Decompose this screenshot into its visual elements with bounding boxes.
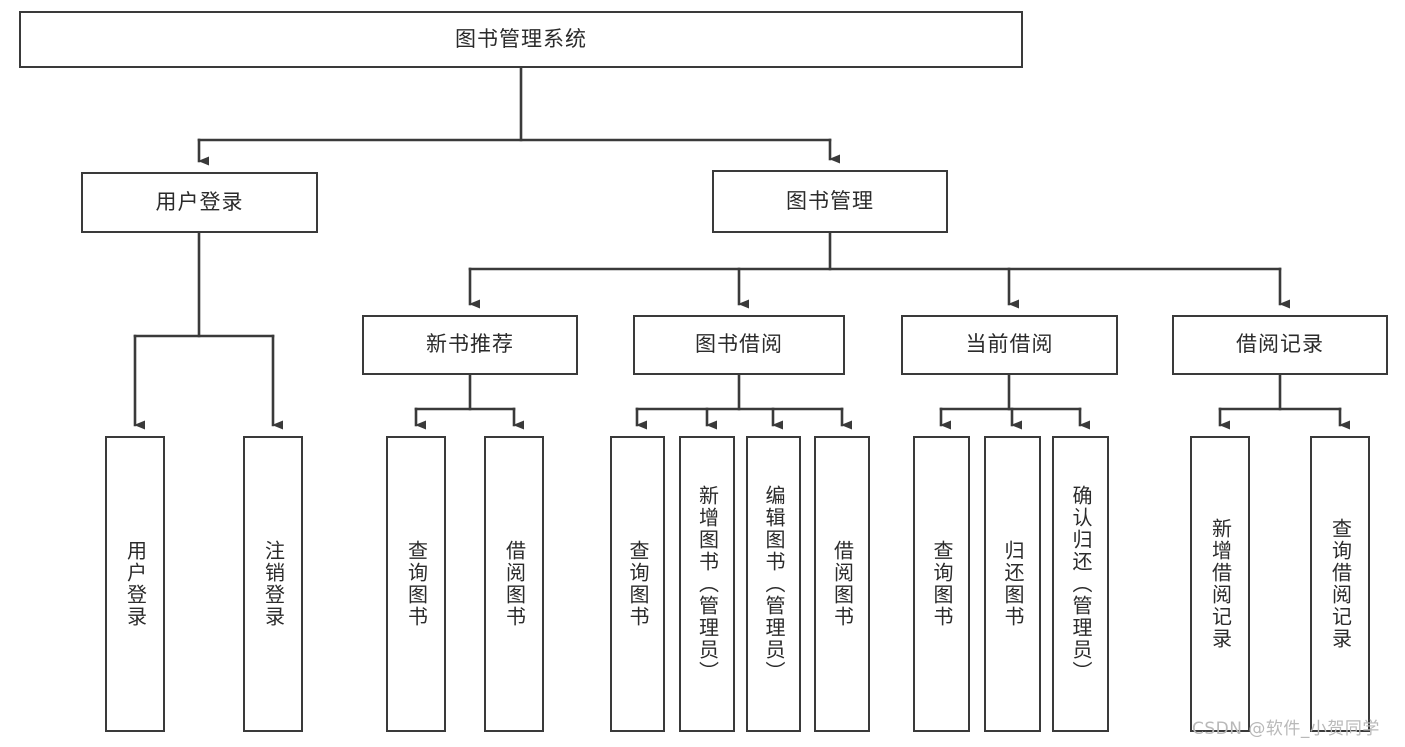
leaf-node-label: 注销登录 <box>261 540 286 628</box>
level1-node-label: 图书管理 <box>786 188 874 213</box>
level2-node-label: 借阅记录 <box>1236 332 1324 357</box>
leaf-node-1[interactable]: 注销登录 <box>243 436 303 732</box>
leaf-node-label: 查询图书 <box>930 540 954 628</box>
leaf-node-2[interactable]: 查询图书 <box>386 436 446 732</box>
level1-node-label: 用户登录 <box>155 189 244 214</box>
leaf-node-9[interactable]: 归还图书 <box>984 436 1041 732</box>
level2-node-2[interactable]: 当前借阅 <box>901 315 1118 375</box>
leaf-node-label: 查询图书 <box>404 540 429 628</box>
root-node-0[interactable]: 图书管理系统 <box>19 11 1023 68</box>
leaf-node-6[interactable]: 编辑图书（管理员） <box>746 436 801 732</box>
leaf-node-label: 查询借阅记录 <box>1328 518 1353 650</box>
level2-node-label: 当前借阅 <box>965 332 1054 357</box>
leaf-node-5[interactable]: 新增图书（管理员） <box>679 436 735 732</box>
leaf-node-11[interactable]: 新增借阅记录 <box>1190 436 1250 732</box>
root-node-label: 图书管理系统 <box>455 26 587 51</box>
leaf-node-8[interactable]: 查询图书 <box>913 436 970 732</box>
leaf-node-3[interactable]: 借阅图书 <box>484 436 544 732</box>
leaf-node-label: 确认归还（管理员） <box>1069 485 1093 683</box>
leaf-node-label: 借阅图书 <box>502 540 527 628</box>
leaf-node-label: 借阅图书 <box>830 540 855 628</box>
level2-node-3[interactable]: 借阅记录 <box>1172 315 1388 375</box>
level2-node-0[interactable]: 新书推荐 <box>362 315 578 375</box>
leaf-node-10[interactable]: 确认归还（管理员） <box>1052 436 1109 732</box>
leaf-node-0[interactable]: 用户登录 <box>105 436 165 732</box>
leaf-node-12[interactable]: 查询借阅记录 <box>1310 436 1370 732</box>
leaf-node-label: 用户登录 <box>123 540 148 628</box>
leaf-node-7[interactable]: 借阅图书 <box>814 436 870 732</box>
leaf-node-label: 新增借阅记录 <box>1208 518 1233 650</box>
level2-node-label: 新书推荐 <box>426 332 514 357</box>
level2-node-1[interactable]: 图书借阅 <box>633 315 845 375</box>
level2-node-label: 图书借阅 <box>695 332 783 357</box>
level1-node-1[interactable]: 图书管理 <box>712 170 948 233</box>
level1-node-0[interactable]: 用户登录 <box>81 172 318 233</box>
leaf-node-label: 新增图书（管理员） <box>695 485 720 683</box>
leaf-node-label: 编辑图书（管理员） <box>762 485 786 683</box>
leaf-node-label: 归还图书 <box>1001 540 1025 628</box>
leaf-node-label: 查询图书 <box>626 540 650 628</box>
leaf-node-4[interactable]: 查询图书 <box>610 436 665 732</box>
